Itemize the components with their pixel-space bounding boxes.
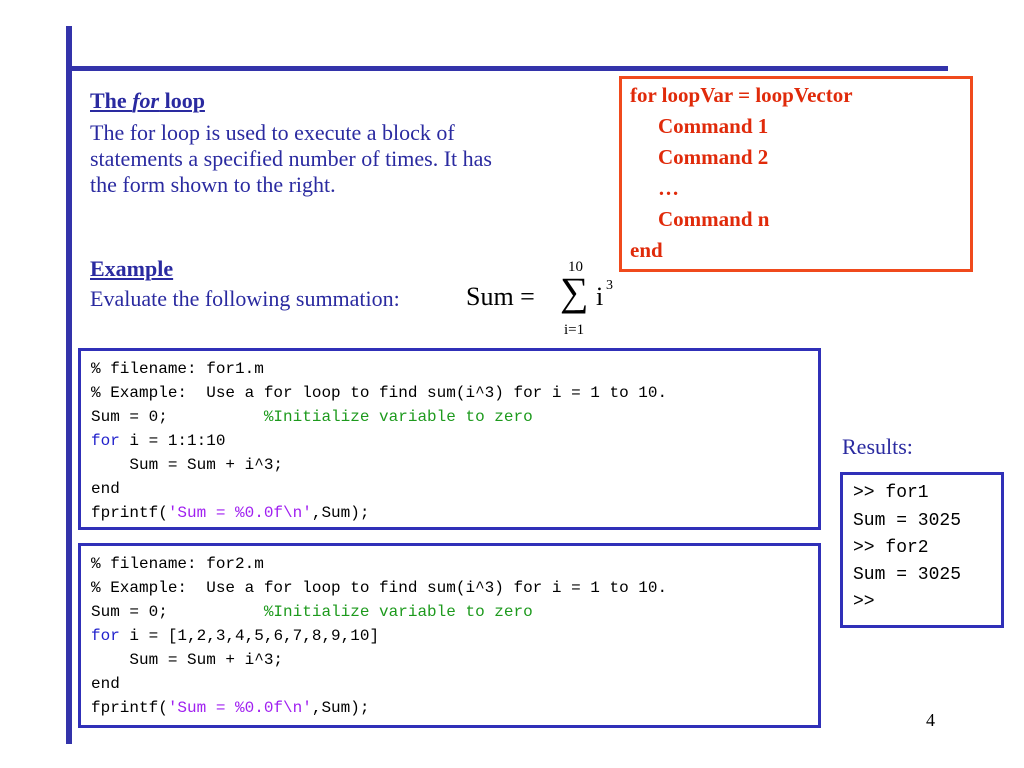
code-line: fprintf('Sum = %0.0f\n',Sum);	[91, 504, 370, 522]
page-number: 4	[926, 710, 935, 730]
formula-upper-limit: 10	[568, 259, 583, 275]
code-line: for i = [1,2,3,4,5,6,7,8,9,10]	[91, 627, 380, 645]
top-accent-bar	[66, 66, 948, 71]
result-line: Sum = 3025	[853, 565, 962, 585]
intro-line: the form shown to the right.	[90, 172, 336, 197]
formula-base: i	[596, 282, 604, 311]
syntax-line: Command 1	[658, 114, 769, 138]
sigma-symbol: ∑	[560, 269, 589, 314]
code-block-for1: % filename: for1.m % Example: Use a for …	[78, 348, 821, 530]
result-line: Sum = 3025	[853, 511, 962, 531]
code-line: end	[91, 480, 120, 498]
code-line: % Example: Use a for loop to find sum(i^…	[91, 384, 668, 402]
code-line: end	[91, 675, 120, 693]
intro-line: statements a specified number of times. …	[90, 146, 492, 171]
syntax-line: …	[658, 176, 679, 200]
code-line: Sum = 0; %Initialize variable to zero	[91, 603, 533, 621]
formula-exponent: 3	[606, 278, 613, 293]
formula-lhs: Sum =	[466, 282, 535, 311]
intro-paragraph: The for loop is used to execute a block …	[90, 120, 580, 198]
syntax-line: Command 2	[658, 145, 769, 169]
code-block-for2: % filename: for2.m % Example: Use a for …	[78, 543, 821, 728]
example-text: Evaluate the following summation:	[90, 286, 400, 311]
example-title: Example	[90, 256, 174, 281]
left-accent-bar	[66, 26, 72, 744]
results-box: >> for1 Sum = 3025 >> for2 Sum = 3025 >>	[840, 472, 1004, 628]
code-line: % filename: for2.m	[91, 555, 264, 573]
code-line: for i = 1:1:10	[91, 432, 226, 450]
syntax-line: end	[630, 238, 663, 262]
syntax-line: Command n	[658, 207, 770, 231]
summation-formula: Sum = 10 ∑ i 3 i=1	[466, 256, 636, 346]
intro-line: The for loop is used to execute a block …	[90, 120, 455, 145]
code-line: Sum = Sum + i^3;	[91, 456, 284, 474]
code-line: fprintf('Sum = %0.0f\n',Sum);	[91, 699, 370, 717]
code-line: Sum = 0; %Initialize variable to zero	[91, 408, 533, 426]
formula-lower-limit: i=1	[564, 322, 585, 338]
result-line: >> for2	[853, 538, 929, 558]
section-title: The for loop	[90, 88, 205, 113]
syntax-line: for loopVar = loopVector	[630, 83, 853, 107]
code-line: % Example: Use a for loop to find sum(i^…	[91, 579, 668, 597]
code-line: Sum = Sum + i^3;	[91, 651, 284, 669]
result-line: >>	[853, 592, 875, 612]
results-label: Results:	[842, 434, 913, 459]
result-line: >> for1	[853, 483, 929, 503]
syntax-box: for loopVar = loopVector Command 1 Comma…	[619, 76, 973, 272]
code-line: % filename: for1.m	[91, 360, 264, 378]
